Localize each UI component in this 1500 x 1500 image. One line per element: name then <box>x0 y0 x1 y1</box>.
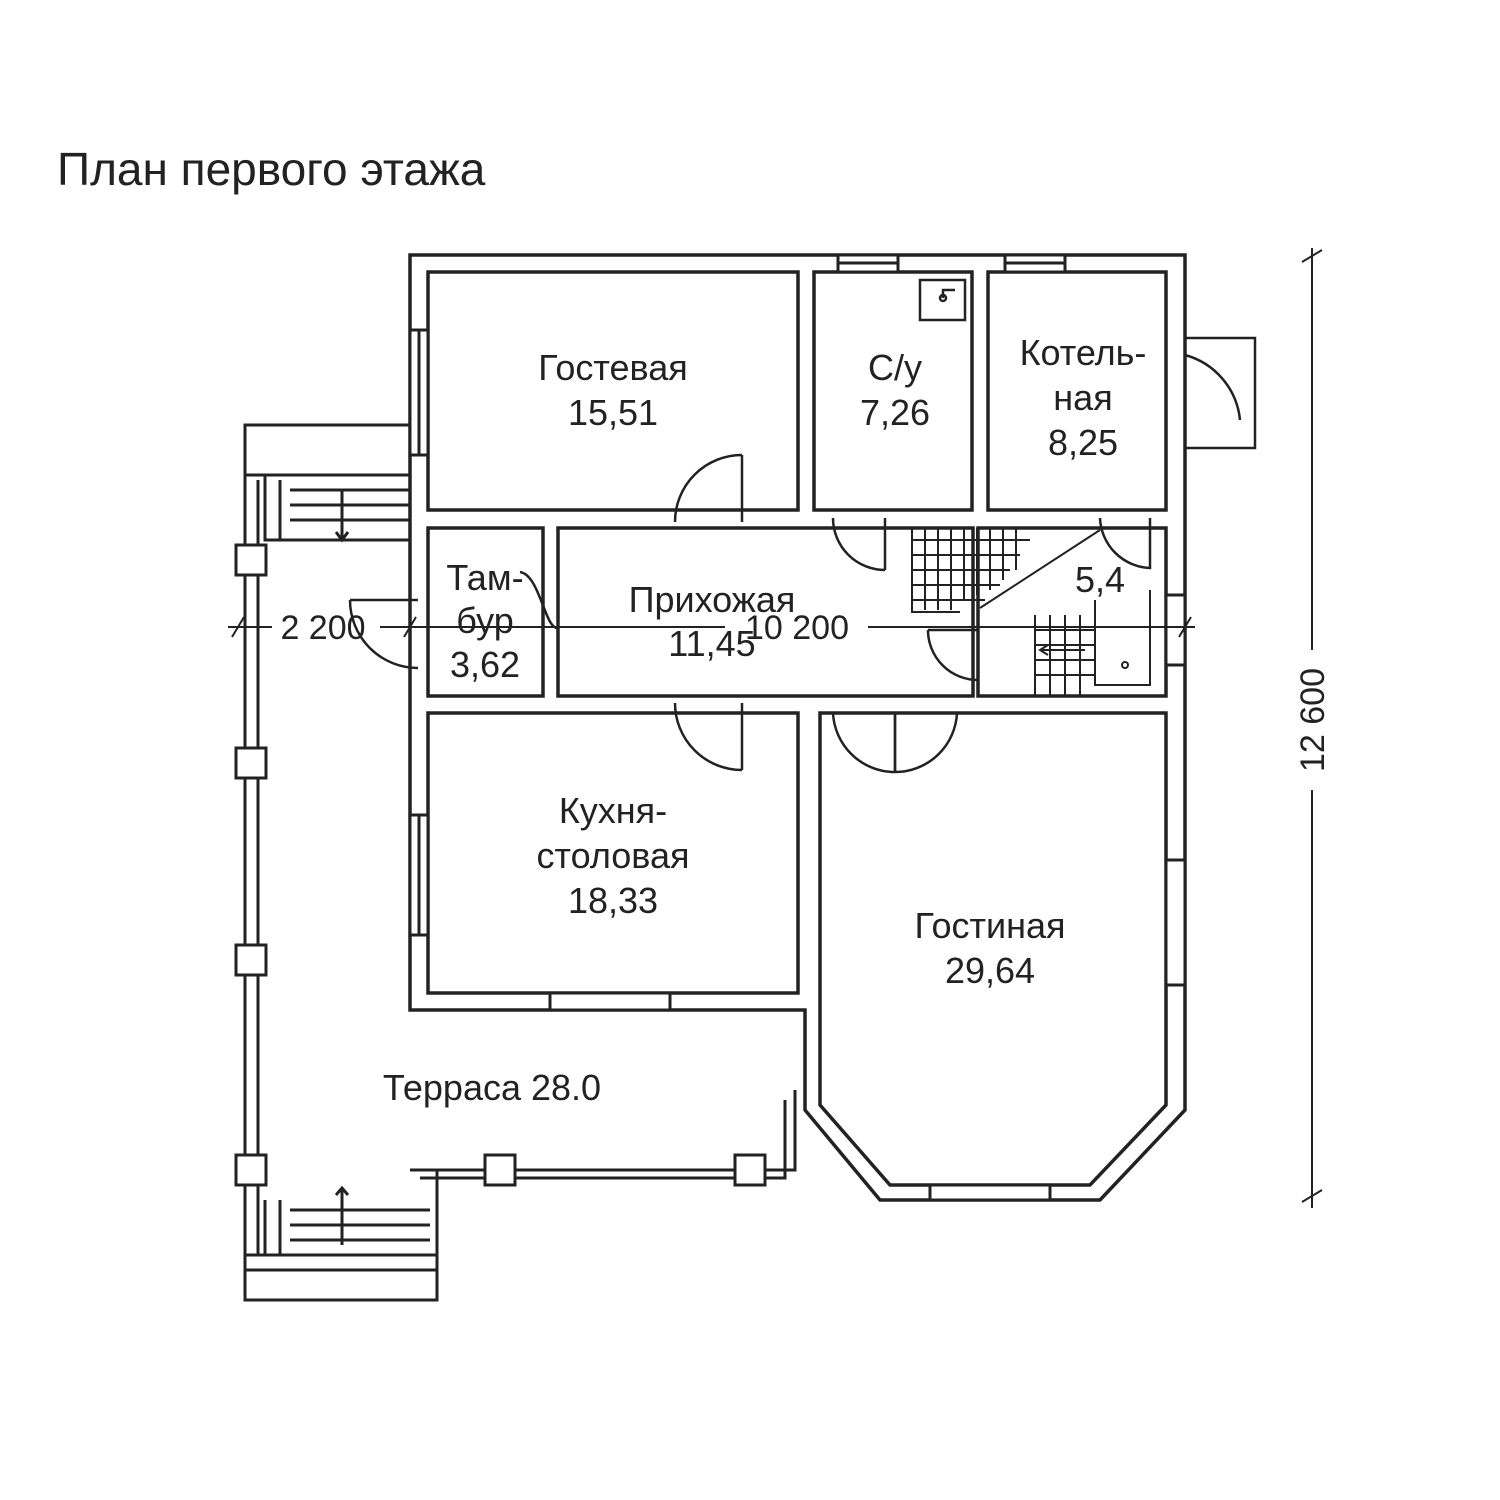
room-kuhnya-line1: Кухня- <box>559 790 667 831</box>
plan-title: План первого этажа <box>57 143 486 195</box>
terrace <box>234 423 797 1302</box>
room-kotelnaya-area: 8,25 <box>1048 422 1118 463</box>
room-stair-area: 5,4 <box>1075 559 1125 600</box>
doors <box>348 336 1257 774</box>
dimension-terrace-width: 2 200 <box>280 609 365 647</box>
room-kuhnya-line2: столовая <box>537 835 690 876</box>
dimension-labels: 2 200 10 200 12 600 <box>280 609 1332 772</box>
room-gostevaya-name: Гостевая <box>538 347 687 388</box>
room-gostinaya-area: 29,64 <box>945 950 1035 991</box>
dimension-house-depth: 12 600 <box>1294 668 1332 772</box>
room-su-name: С/у <box>868 347 922 388</box>
room-prihozhaya-area: 11,45 <box>668 623 755 664</box>
room-kotelnaya-line2: ная <box>1053 377 1112 418</box>
room-gostinaya-name: Гостиная <box>914 905 1065 946</box>
room-tambur-line2: бур <box>456 600 513 641</box>
dimension-house-width: 10 200 <box>745 609 849 647</box>
room-gostevaya-area: 15,51 <box>568 392 658 433</box>
room-tambur-area: 3,62 <box>450 644 520 685</box>
room-terrasa-label: Терраса 28.0 <box>383 1067 601 1108</box>
room-labels: Гостевая 15,51 С/у 7,26 Котель- ная 8,25… <box>383 332 1147 1108</box>
room-su-area: 7,26 <box>860 392 930 433</box>
stairs <box>911 528 1151 696</box>
room-kuhnya-area: 18,33 <box>568 880 658 921</box>
shower-fixture <box>918 278 967 322</box>
windows <box>408 253 1187 1202</box>
room-kotelnaya-line1: Котель- <box>1020 332 1147 373</box>
room-prihozhaya-name: Прихожая <box>629 579 796 620</box>
dimension-lines <box>228 248 1323 1208</box>
room-tambur-line1: Там- <box>446 557 523 598</box>
